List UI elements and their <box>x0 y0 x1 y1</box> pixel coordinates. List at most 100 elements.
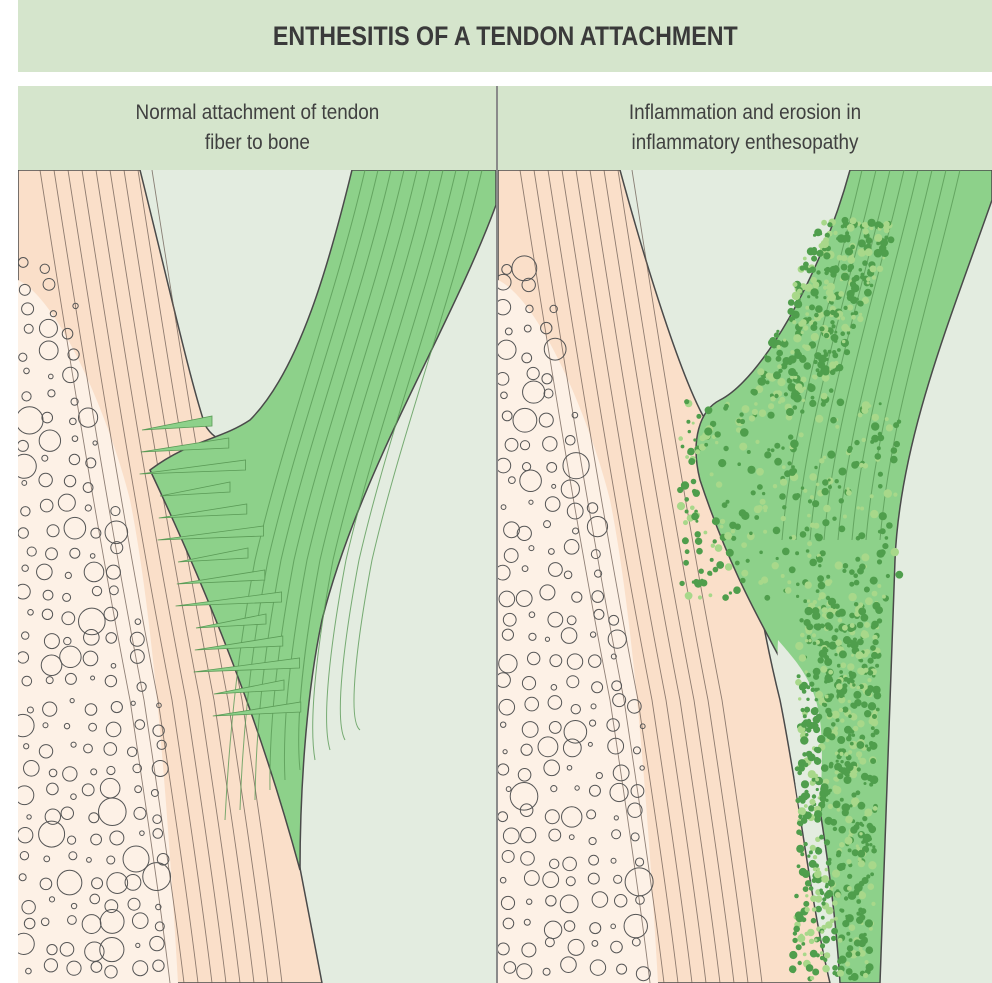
inflammation-cell <box>820 785 828 793</box>
inflammation-cell <box>852 683 855 686</box>
inflammation-cell <box>858 413 863 418</box>
inflammation-cell <box>851 461 858 468</box>
inflammation-cell <box>687 448 695 456</box>
inflammation-cell <box>857 741 865 749</box>
inflammation-cell <box>801 817 808 824</box>
inflammation-cell <box>801 721 808 728</box>
inflammation-cell <box>820 891 824 895</box>
inflammation-cell <box>862 816 867 821</box>
inflammation-cell <box>848 264 854 270</box>
inflammation-cell <box>861 553 869 561</box>
inflammation-cell <box>865 919 873 927</box>
inflammation-cell <box>781 516 786 521</box>
inflammation-cell <box>849 924 856 931</box>
inflammation-cell <box>875 606 883 614</box>
inflammation-cell <box>686 420 690 424</box>
inflammation-cell <box>828 485 832 489</box>
inflammation-cell <box>807 384 815 392</box>
inflammation-cell <box>841 324 849 332</box>
inflammation-cell <box>799 684 806 691</box>
inflammation-cell <box>897 420 901 424</box>
inflammation-cell <box>774 443 780 449</box>
inflammation-cell <box>851 315 856 320</box>
inflammation-cell <box>819 592 826 599</box>
inflammation-cell <box>817 575 824 582</box>
inflammation-cell <box>856 536 861 541</box>
inflammation-cell <box>809 799 815 805</box>
inflammation-cell <box>789 469 796 476</box>
inflammation-cell <box>807 719 812 724</box>
inflammation-cell <box>828 293 836 301</box>
inflammation-cell <box>818 564 821 567</box>
inflammation-cell <box>820 956 825 961</box>
inflammation-cell <box>872 714 877 719</box>
inflammation-cell <box>785 587 792 594</box>
inflammation-cell <box>838 485 842 489</box>
inflammation-cell <box>720 519 725 524</box>
inflammation-cell <box>824 675 832 683</box>
inflammation-cell <box>749 415 755 421</box>
inflammation-cell <box>713 567 719 573</box>
inflammation-cell <box>751 490 756 495</box>
inflammation-cell <box>886 424 893 431</box>
inflammation-cell <box>834 331 837 334</box>
inflammation-cell <box>835 770 839 774</box>
inflammation-cell <box>685 510 689 514</box>
inflammation-cell <box>801 942 805 946</box>
inflammation-cell <box>679 581 684 586</box>
inflammation-cell <box>704 427 712 435</box>
inflammation-cell <box>685 549 690 554</box>
inflammation-cell <box>819 458 824 463</box>
inflammation-cell <box>749 532 753 536</box>
inflammation-cell <box>776 350 783 357</box>
inflammation-cell <box>841 339 849 347</box>
inflammation-cell <box>848 714 852 718</box>
inflammation-cell <box>834 653 837 656</box>
inflammation-cell <box>684 399 689 404</box>
inflammation-cell <box>842 707 848 713</box>
inflammation-cell <box>849 938 853 942</box>
inflammation-cell <box>843 515 847 519</box>
inflammation-cell <box>838 291 844 297</box>
inflammation-cell <box>846 764 854 772</box>
inflammation-cell <box>844 677 849 682</box>
inflammation-cell <box>806 698 809 701</box>
inflammation-cell <box>828 804 833 809</box>
inflammation-cell <box>850 217 857 224</box>
inflammation-cell <box>840 718 844 722</box>
inflammation-cell <box>850 742 854 746</box>
inflammation-cell <box>855 951 860 956</box>
inflammation-cell <box>843 563 849 569</box>
inflammation-cell <box>853 691 861 699</box>
inflammation-cell <box>763 530 767 534</box>
inflammation-cell <box>800 633 805 638</box>
inflammation-cell <box>695 538 702 545</box>
inflammation-cell <box>826 860 832 866</box>
inflammation-cell <box>828 479 831 482</box>
inflammation-cell <box>812 607 820 615</box>
inflammation-cell <box>864 622 870 628</box>
inflammation-cell <box>693 438 696 441</box>
inflammation-cell <box>803 886 809 892</box>
inflammation-cell <box>865 960 869 964</box>
inflammation-cell <box>809 886 814 891</box>
inflammation-cell <box>874 234 882 242</box>
inflammation-cell <box>777 364 782 369</box>
inflammation-cell <box>870 872 874 876</box>
inflammation-cell <box>801 486 804 489</box>
inflammation-cell <box>836 683 843 690</box>
inflammation-cell <box>862 438 866 442</box>
inflammation-cell <box>757 368 764 375</box>
inflammation-cell <box>803 325 808 330</box>
inflammation-cell <box>798 807 806 815</box>
inflammation-cell <box>821 220 827 226</box>
inflammation-cell <box>842 569 846 573</box>
inflammation-cell <box>849 741 857 749</box>
inflammation-cell <box>809 473 817 481</box>
inflammation-cell <box>850 703 855 708</box>
inflammation-cell <box>830 320 834 324</box>
inflammation-cell <box>724 404 729 409</box>
inflammation-cell <box>807 854 810 857</box>
inflammation-cell <box>793 282 798 287</box>
